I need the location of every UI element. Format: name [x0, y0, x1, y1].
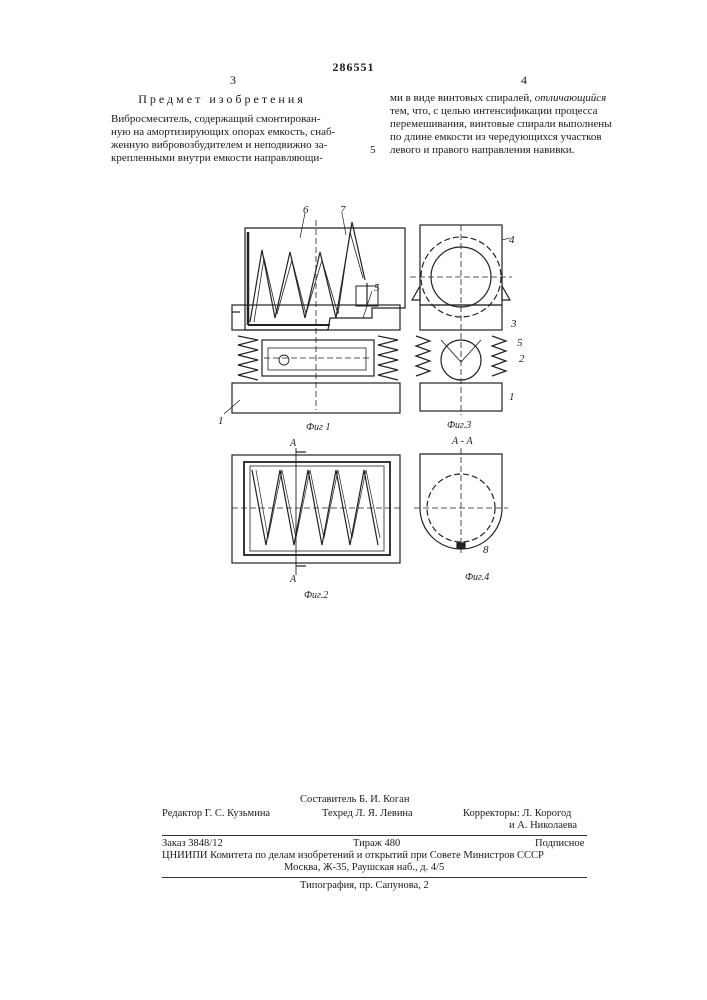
section-arrow-bottom: А [289, 574, 297, 585]
ref-7: 7 [340, 204, 346, 216]
credits-compiler: Составитель Б. И. Коган [300, 794, 409, 805]
ref-4: 4 [509, 234, 515, 246]
section-arrow-top: А [289, 438, 297, 449]
container-top [244, 462, 390, 555]
credits-order: Заказ 3848/12 [162, 838, 223, 849]
ref-6: 6 [303, 204, 309, 216]
ref-1-fig3: 1 [509, 391, 515, 403]
section-label: А - А [451, 436, 473, 447]
spiral-top [252, 470, 378, 545]
spiral-section-mark [457, 543, 465, 548]
credits-editor: Редактор Г. С. Кузьмина [162, 808, 270, 819]
credits-address: Москва, Ж-35, Раушская наб., д. 4/5 [284, 862, 444, 873]
ref-5-fig3: 5 [517, 337, 523, 349]
spring-left [238, 336, 258, 380]
ref-3: 3 [510, 318, 517, 330]
credits-subscription: Подписное [535, 838, 584, 849]
fig1-caption: Фиг 1 [306, 422, 330, 433]
credits-printing-house: Типография, пр. Сапунова, 2 [300, 880, 429, 891]
figure-4 [414, 448, 508, 555]
figure-1 [224, 213, 405, 414]
frame-outer [232, 455, 400, 563]
divider-top [162, 835, 587, 836]
fig2-caption: Фиг.2 [304, 590, 328, 601]
ref-1: 1 [218, 415, 224, 427]
support-platform [232, 305, 400, 330]
figure-3 [410, 225, 512, 415]
credits-correctors-2: и А. Николаева [509, 820, 577, 831]
figure-2 [232, 448, 400, 575]
spring-right [378, 336, 398, 380]
spring-end-left [416, 336, 430, 376]
divider-bottom [162, 877, 587, 878]
spring-end-right [492, 336, 506, 376]
credits-institute: ЦНИИПИ Комитета по делам изобретений и о… [162, 850, 544, 861]
credits-correctors: Корректоры: Л. Корогод [463, 808, 571, 819]
fig3-caption: Фиг.3 [447, 420, 471, 431]
credits-techred: Техред Л. Я. Левина [322, 808, 413, 819]
ref-8: 8 [483, 544, 489, 556]
fig4-caption: Фиг.4 [465, 572, 489, 583]
ref-2: 2 [519, 353, 525, 365]
ref-5: 5 [374, 282, 380, 294]
credits-print-run: Тираж 480 [353, 838, 400, 849]
